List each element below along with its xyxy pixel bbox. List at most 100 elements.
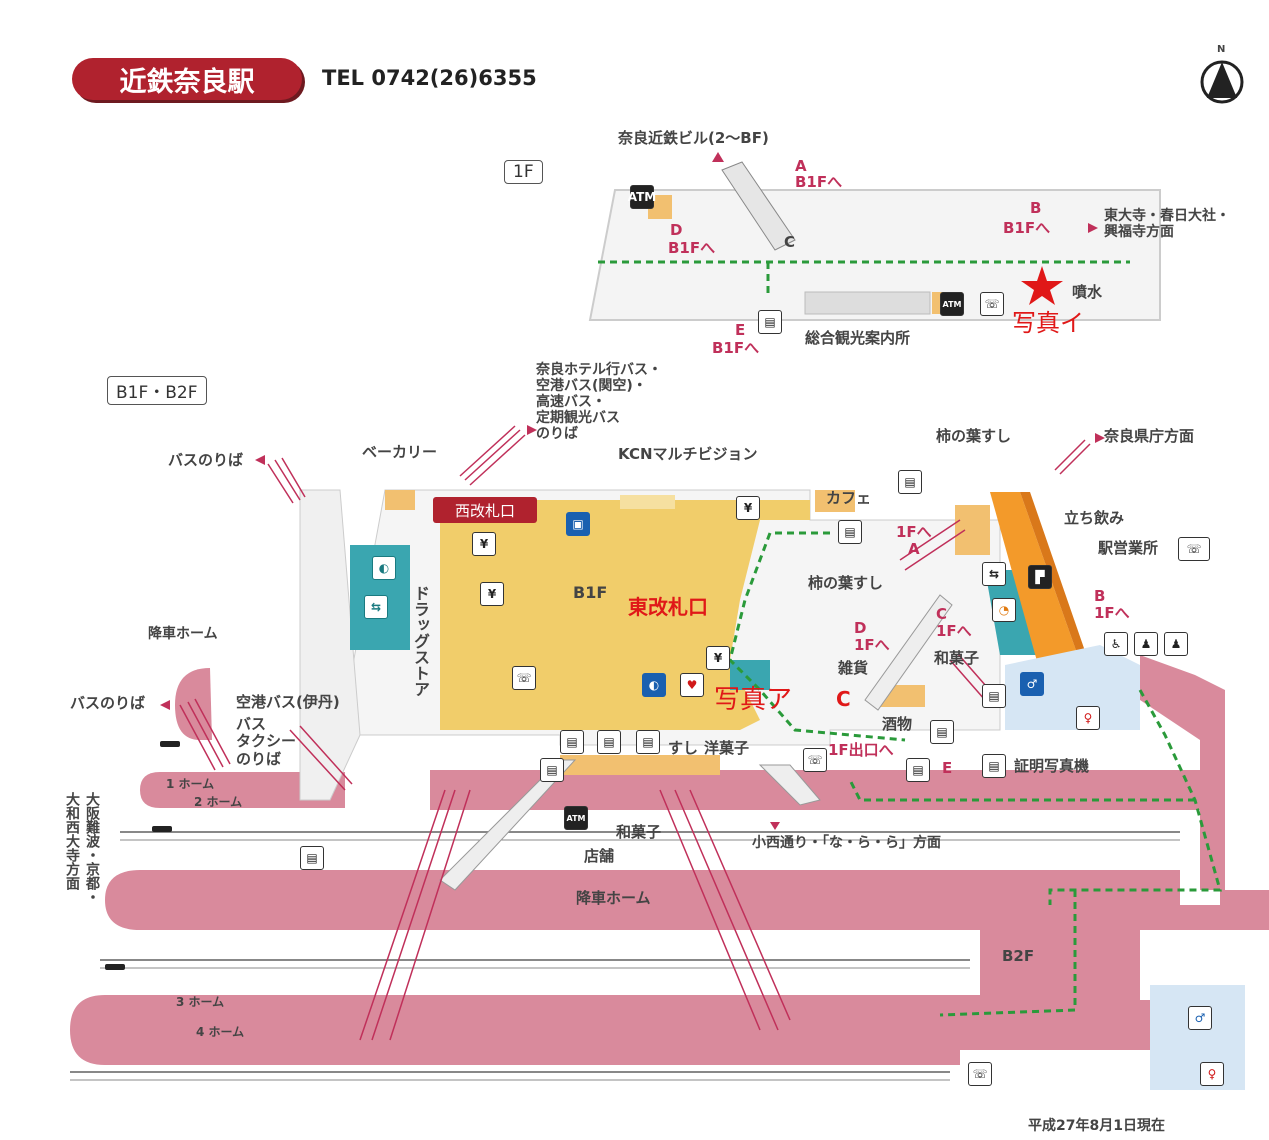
elevator-icon: ▤ bbox=[560, 730, 584, 754]
bakery-label: ベーカリー bbox=[362, 443, 438, 461]
phone-icon: ☏ bbox=[803, 748, 827, 772]
elevator-icon: ▤ bbox=[540, 758, 564, 782]
compass-north-label: N bbox=[1217, 44, 1226, 55]
platform-2-label: 2 ホーム bbox=[194, 795, 243, 809]
east-gate-label: 東改札口 bbox=[628, 595, 708, 619]
photo-i-label: 写真イ bbox=[1012, 309, 1084, 337]
elevator-icon: ▤ bbox=[982, 754, 1006, 778]
yen-icon: ¥ bbox=[706, 646, 730, 670]
compass-icon bbox=[1200, 60, 1244, 104]
photo-booth-label: 証明写真機 bbox=[1014, 757, 1090, 775]
kcn-label: KCNマルチビジョン bbox=[618, 445, 758, 463]
todaiji-direction: 東大寺・春日大社・ 興福寺方面 bbox=[1104, 208, 1230, 241]
yen-icon: ¥ bbox=[736, 496, 760, 520]
kakinoha-top-label: 柿の葉すし bbox=[936, 427, 1012, 445]
atm-icon: ATM bbox=[628, 185, 656, 209]
photo-a-c-label: C bbox=[836, 687, 851, 711]
elevator-icon: ▤ bbox=[636, 730, 660, 754]
exit-a-label: A bbox=[795, 157, 807, 175]
sushi-label: すし bbox=[668, 739, 699, 757]
konishi-direction: 小西通り・「な・ら・ら」方面 bbox=[752, 835, 941, 851]
exit-e-sub-1f: B1Fへ bbox=[712, 339, 760, 357]
west-gate-label: 西改札口 bbox=[433, 497, 537, 523]
phone-icon: ☏ bbox=[968, 1062, 992, 1086]
wagashi-right-label: 和菓子 bbox=[934, 649, 980, 667]
exit-1f-b-label: B 1Fへ bbox=[1094, 587, 1130, 623]
mens-restroom-icon: ♂ bbox=[1188, 1006, 1212, 1030]
transfer-icon: ⇆ bbox=[982, 562, 1006, 586]
exit-d-label-b1: D 1Fへ bbox=[854, 619, 890, 655]
elevator-icon: ▤ bbox=[838, 520, 862, 544]
phone-icon: ☏ bbox=[512, 666, 536, 690]
exit-b-label: B bbox=[1030, 199, 1042, 217]
exit-1f-label: 1F出口へ bbox=[828, 741, 894, 759]
zakka-label: 雑貨 bbox=[838, 659, 869, 677]
platform-1-label: 1 ホーム bbox=[166, 777, 215, 791]
wheelchair-icon: ♿ bbox=[1104, 632, 1128, 656]
tourist-info-label: 総合観光案内所 bbox=[805, 329, 911, 347]
clock-icon: ◔ bbox=[992, 598, 1016, 622]
direction-markers bbox=[160, 152, 1105, 830]
elevator-icon: ▤ bbox=[597, 730, 621, 754]
bus-stop-left2-label: バスのりば bbox=[70, 694, 146, 712]
exit-c-label: C 1Fへ bbox=[936, 605, 972, 641]
elevator-icon: ▤ bbox=[930, 720, 954, 744]
platform-4-label: 4 ホーム bbox=[196, 1025, 245, 1039]
exit-c-label-1f: C bbox=[784, 233, 796, 251]
atm-icon: ATM bbox=[564, 806, 588, 830]
train-icons bbox=[105, 741, 180, 970]
yen-icon: ¥ bbox=[480, 582, 504, 606]
atm-icon: ATM bbox=[940, 292, 964, 316]
floor-label-b1b2: B1F・B2F bbox=[107, 376, 207, 405]
bus-hotel-label: 奈良ホテル行バス・ 空港バス(関空)・ 高速バス・ 定期観光バス のりば bbox=[536, 362, 662, 443]
family-restroom-icon: ♟ bbox=[1164, 632, 1188, 656]
shops-label: 店舗 bbox=[584, 847, 615, 865]
date-note: 平成27年8月1日現在 bbox=[1028, 1118, 1165, 1134]
platform-3-label: 3 ホーム bbox=[176, 995, 225, 1009]
floor-1f-area bbox=[588, 161, 1161, 321]
star-icon bbox=[1021, 266, 1063, 305]
alighting-left-label: 降車ホーム bbox=[148, 626, 218, 642]
phone-icon: ☏ bbox=[1178, 537, 1210, 561]
airport-bus-itami-label: 空港バス(伊丹) bbox=[236, 693, 340, 711]
drugstore-label: ドラッグストア bbox=[411, 585, 430, 697]
pistol-icon: ▛ bbox=[1028, 565, 1052, 589]
exit-e-label-1f: E bbox=[735, 321, 746, 339]
fountain-label: 噴水 bbox=[1072, 283, 1103, 301]
phone-number: TEL 0742(26)6355 bbox=[322, 66, 537, 90]
restroom-icon: ♟ bbox=[1134, 632, 1158, 656]
sake-label: 酒物 bbox=[882, 715, 913, 733]
mens-restroom-icon: ♂ bbox=[1020, 672, 1044, 696]
phone-icon: ☏ bbox=[980, 292, 1004, 316]
tachinomi-label: 立ち飲み bbox=[1064, 509, 1125, 527]
photo-a-label: 写真ア bbox=[714, 685, 793, 715]
transfer-icon: ⇆ bbox=[364, 595, 388, 619]
womens-restroom-icon: ♀ bbox=[1076, 706, 1100, 730]
alighting-center-label: 降車ホーム bbox=[576, 889, 651, 907]
exit-e-label-b1: E bbox=[942, 759, 953, 777]
ticket-machine-icon: ◐ bbox=[372, 556, 396, 580]
kakinoha-mid-label: 柿の葉すし bbox=[808, 574, 884, 592]
exit-d-sub: B1Fへ bbox=[668, 239, 716, 257]
elevator-icon: ▤ bbox=[982, 684, 1006, 708]
exit-b-sub: B1Fへ bbox=[1003, 219, 1051, 237]
yen-icon: ¥ bbox=[472, 532, 496, 556]
b1-floor-label: B1F bbox=[573, 583, 608, 602]
exit-1f-a-label: 1Fへ A bbox=[896, 523, 932, 559]
accessible-route bbox=[728, 531, 1222, 1017]
cafe-label: カフェ bbox=[826, 489, 872, 507]
bus-stop-left-label: バスのりば bbox=[168, 451, 244, 469]
b2-floor-label: B2F bbox=[1002, 947, 1035, 965]
elevator-icon: ▤ bbox=[300, 846, 324, 870]
bus-taxi-label: バス タクシー のりば bbox=[236, 715, 297, 768]
yogashi-label: 洋菓子 bbox=[704, 739, 750, 757]
wagashi-bottom-label: 和菓子 bbox=[616, 823, 662, 841]
station-office-label: 駅営業所 bbox=[1098, 539, 1159, 557]
stairs bbox=[179, 425, 1091, 1041]
exit-a-sub: B1Fへ bbox=[795, 173, 843, 191]
womens-restroom-icon: ♀ bbox=[1200, 1062, 1224, 1086]
coin-locker-icon: ▣ bbox=[566, 512, 590, 536]
building-label: 奈良近鉄ビル(2〜BF) bbox=[618, 129, 769, 147]
ticket-machine-icon: ◐ bbox=[642, 673, 666, 697]
